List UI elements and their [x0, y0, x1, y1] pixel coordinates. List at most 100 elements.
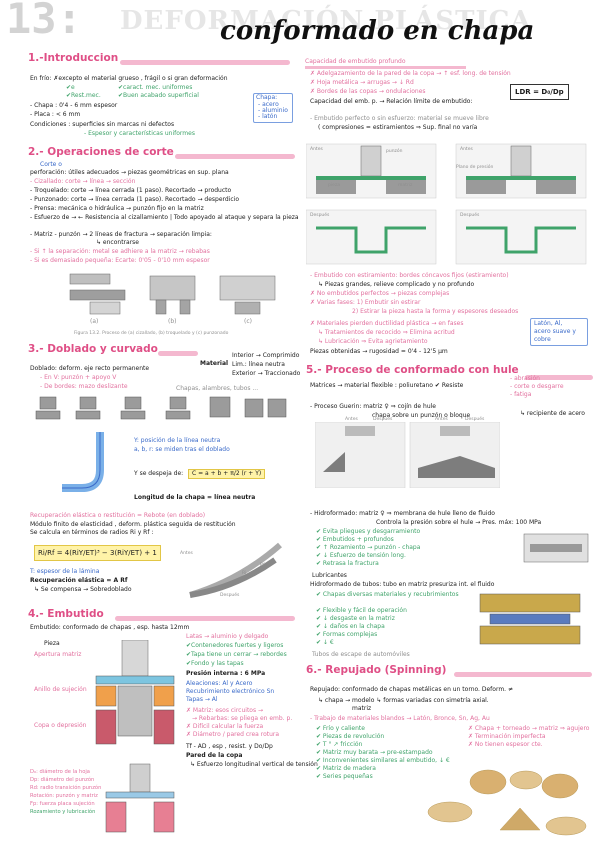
rebound-rf: Rf — [260, 563, 265, 568]
bent-strip-svg — [62, 432, 104, 492]
cut-line-1: perforación: útiles adecuados → piezas g… — [30, 169, 229, 176]
emb-r6: Aleaciones: Al y Acero — [186, 680, 253, 687]
rebound-line-2: Se calcula en términos de radios Ri y Rf… — [30, 529, 154, 536]
spin-adv-4: ✔ Matriz muy barata → pre-estampado — [316, 749, 433, 756]
hydro-10: ✔ Chapas diversas materiales y recubrimi… — [316, 591, 459, 598]
deep-draw-title: Capacidad de embutido profundo — [305, 58, 466, 69]
section-title-hule: 5.- Proceso de conformado con hule — [306, 364, 519, 376]
stretch-2: ↳ Piezas grandes, relieve complicado y n… — [318, 281, 475, 288]
bend-chapas: Chapas, alambres, tubos ... — [176, 385, 259, 392]
bend-y-position: Y: posición de la línea neutra — [134, 437, 221, 444]
hydro-1: - Hidroformado: matriz ♀ ⇒ membrana de h… — [310, 510, 495, 517]
guerin-antes-1: Antes — [345, 417, 358, 422]
hydro-13: ✔ ↓ daños en la chapa — [316, 623, 385, 630]
tube-hydroform-svg — [479, 593, 581, 645]
emb-r4: ✔Fondo y las tapas — [186, 660, 244, 667]
spin-line-3: - Trabajo de materiales blandos → Latón,… — [310, 715, 490, 722]
box-item-aluminio: - aluminio — [258, 107, 288, 114]
hydro-4: ✔ Embutidos + profundos — [316, 536, 394, 543]
emb-r11: ✗ Difícil calcular la fuerza — [186, 723, 264, 730]
emb-label-anillo: Anillo de sujeción — [34, 686, 87, 693]
hydroform-figure — [520, 530, 592, 566]
chapa-materials-box: Chapa: - acero - aluminio - latón — [253, 93, 293, 123]
section-bar-2 — [175, 154, 295, 159]
bent-strip-figure — [60, 430, 120, 500]
bend-line-2: - En V: punzón + apoyo V — [40, 374, 117, 381]
emb-r9: ✗ Matriz: esos circuitos → — [186, 707, 264, 714]
emb-r3: ✔Tapa tiene un cerrar → rebordes — [186, 651, 287, 658]
cut-prensa: - Prensa: mecánica o hidráulica → punzón… — [30, 205, 204, 212]
hydro-15: ✔ ↓ € — [316, 639, 334, 646]
hule-line-1: Matrices → material flexible : poliureta… — [310, 382, 464, 389]
background-title: DEFORMACIÓN PLÁSTICA — [120, 6, 532, 36]
stretch-7: ↳ Tratamientos de recocido ⇒ Elimina acr… — [318, 329, 455, 336]
stretch-1: - Embutido con estiramiento: bordes cónc… — [310, 272, 509, 279]
guerin-antes-2: Antes — [435, 417, 448, 422]
guerin-figure: Antes Después Antes Después — [314, 417, 501, 489]
deep-img-pieza: pieza — [328, 183, 340, 188]
rebound-svg — [189, 542, 282, 598]
stretch-6: ✗ Materiales pierden ductilidad plástica… — [310, 320, 464, 327]
fig-label-b: (b) — [168, 318, 177, 325]
cut-matriz: - Matriz - punzón → 2 líneas de fractura… — [30, 231, 212, 238]
section-bar-5 — [525, 375, 593, 380]
rebound-title: Recuperación elástica o restitución = Re… — [30, 512, 206, 519]
stretch-materials-box: Latón, Al, acero suave y cobre — [530, 318, 588, 346]
hydro-7: ✔ Retrasa la fractura — [316, 560, 379, 567]
spun-parts-figure — [420, 760, 592, 842]
rebound-ri: Ri — [242, 571, 247, 576]
deep-draw-4: Capacidad del emb. p. → Relación límite … — [310, 98, 473, 105]
material-exterior: Exterior → Traccionado — [232, 370, 301, 377]
deep-draw-svg — [305, 143, 587, 265]
deep-img-despues-2: Después — [460, 213, 480, 218]
spin-line-2b: matriz — [352, 705, 372, 712]
embutido-svg — [95, 639, 175, 745]
spin-adv-5: ✔ Inconvenientes similares al embutido, … — [316, 757, 450, 764]
emb-r7: Recubrimiento electrónico Sn — [186, 688, 275, 695]
emb-label-copa: Copa o depresión — [34, 722, 87, 729]
embutido-steps-svg — [105, 763, 175, 833]
rebound-formula: Recuperación elástica = A Rf — [30, 577, 128, 584]
hydro-6: ✔ ↓ Esfuerzo de tensión long. — [316, 552, 406, 559]
hydro-14: ✔ Formas complejas — [316, 631, 378, 638]
deep-draw-3: ✗ Bordes de las copas → ondulaciones — [310, 88, 426, 95]
chapter-number: 13: — [6, 0, 82, 43]
emb-label-apertura: Apertura matriz — [34, 651, 82, 658]
stretch-8: ↳ Lubricación ⇒ Evita agrietamiento — [318, 338, 428, 345]
emb-r12: ✗ Diámetro / pared crea rotura — [186, 731, 280, 738]
hydro-16: Tubos de escape de automóviles — [312, 651, 410, 658]
spin-dis-1: ✗ Chapa + torneado → matriz ⇒ agujero — [468, 725, 590, 732]
cut-esfuerzo: - Esfuerzo de → ← Resistencia al cizalla… — [30, 214, 299, 221]
cut-troquelado: - Troquelado: corte → línea cerrada (1 p… — [30, 187, 232, 194]
intro-placa: - Placa : < 6 mm — [30, 111, 81, 118]
hule-guerin-c: ↳ recipiente de acero — [520, 410, 585, 417]
hydroform-svg — [523, 533, 589, 563]
rebound-despues: Después — [220, 593, 240, 598]
intro-advantage-finish: ✔Buen acabado superficial — [118, 92, 199, 99]
emb-leg-5: Fp: fuerza placa sujeción — [30, 801, 95, 807]
emb-leg-3: Rd: radio transición punzón — [30, 785, 102, 791]
embutido-figure — [90, 639, 180, 750]
spun-parts-svg — [427, 769, 587, 836]
stretch-mat-3: cobre — [534, 336, 551, 343]
spin-adv-7: ✔ Series pequeñas — [316, 773, 373, 780]
hydro-5: ✔ ↑ Rozamiento → punzón - chapa — [316, 544, 421, 551]
cut-process-figure: (a) (b) (c) — [60, 270, 290, 328]
emb-leg-6: Rozamiento y lubricación — [30, 809, 96, 815]
rebound-t: T: espesor de la lámina — [30, 568, 100, 575]
cut-matriz-b: ↳ encontrarse — [96, 239, 139, 246]
cut-si-separacion: - Si ↑ la separación: metal se adhiere a… — [30, 248, 210, 255]
hydro-11: ✔ Flexible y fácil de operación — [316, 607, 407, 614]
deep-draw-figure: Antes Después Plano de presión Antes Des… — [305, 140, 590, 268]
rebound-figure: Antes Después Ri Rf — [180, 540, 290, 600]
deep-img-plano: Plano de presión — [456, 165, 494, 170]
stretch-9: Piezas obtenidas → rugosidad = 0'4 - 12'… — [310, 348, 448, 355]
emb-r14: Pared de la copa — [186, 752, 243, 759]
spin-adv-2: ✔ Piezas de revolución — [316, 733, 385, 740]
bend-formula: C = a + b + π/2 (r + Y) — [188, 469, 266, 479]
emb-r13: Tf - AD , esp , resist. y Do/Dp — [186, 743, 273, 750]
emb-leg-1: D₀: diámetro de la hoja — [30, 769, 90, 775]
fig-label-c: (c) — [244, 318, 252, 325]
intro-conditions-2: - Espesor y características uniformes — [84, 130, 195, 137]
spin-dis-2: ✗ Terminación imperfecta — [468, 733, 546, 740]
